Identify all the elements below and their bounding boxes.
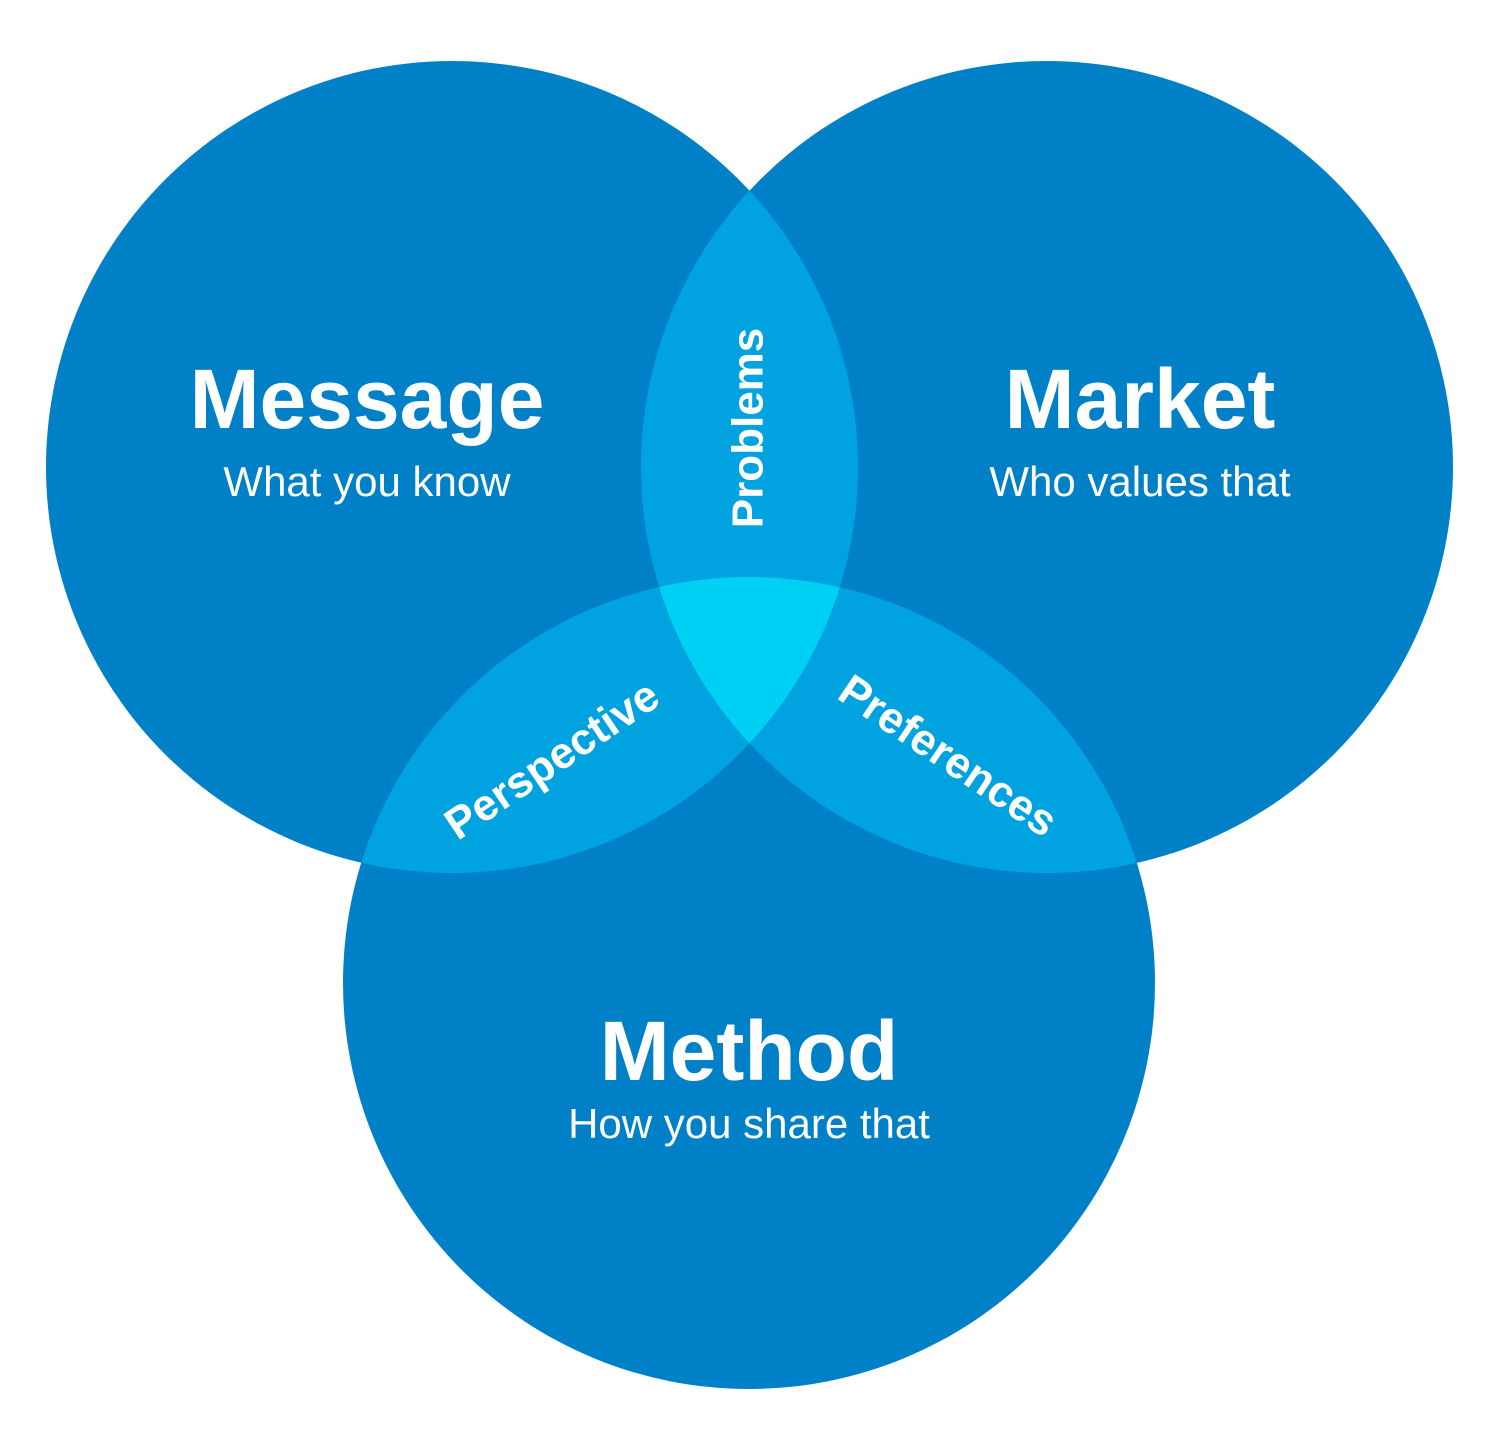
message-method-overlap — [343, 577, 858, 873]
market-subtitle: Who values that — [989, 458, 1290, 505]
method-title: Method — [600, 1004, 899, 1098]
market-title: Market — [1005, 352, 1276, 446]
method-subtitle: How you share that — [568, 1100, 930, 1147]
message-title: Message — [190, 352, 545, 446]
market-method-overlap — [641, 577, 1155, 873]
message-subtitle: What you know — [223, 458, 511, 505]
problems-label: Problems — [724, 328, 773, 529]
